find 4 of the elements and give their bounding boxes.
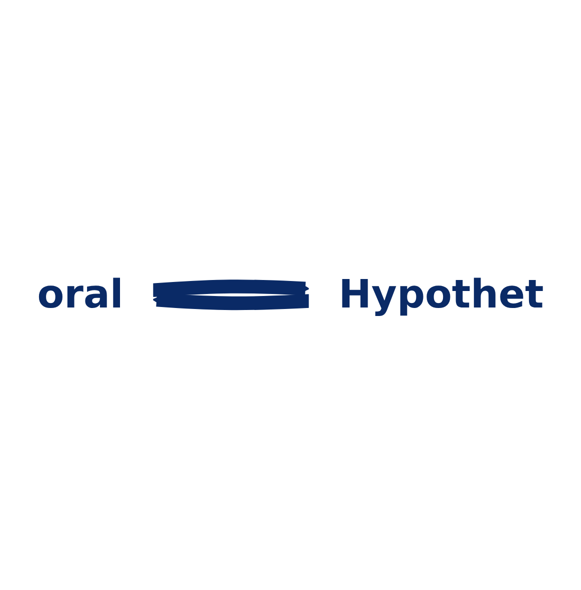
arrow [152, 293, 310, 310]
arrow [152, 280, 310, 298]
node-text: Hypothet [338, 272, 544, 318]
node-text: oral [37, 272, 124, 318]
